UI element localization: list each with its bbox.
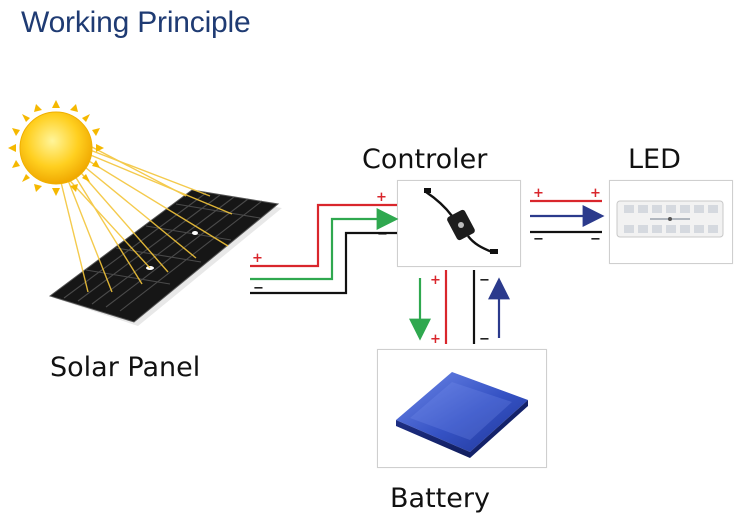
controller-in-plus-sign: + (376, 190, 387, 205)
controller-device-icon (424, 188, 498, 254)
controller-in-minus-sign: − (377, 227, 388, 242)
sun-icon (8, 100, 104, 196)
positive-wire (250, 203, 397, 268)
led-out-minus-sign: − (533, 232, 544, 247)
battery-bottom-minus-sign: − (479, 332, 490, 347)
led-out-plus-sign: + (533, 186, 544, 201)
panel-minus-sign: − (253, 281, 264, 296)
solar-panel-label: Solar Panel (50, 352, 201, 383)
led-module-icon (616, 200, 724, 238)
battery-icon (396, 372, 528, 458)
battery-top-minus-sign: − (479, 273, 490, 288)
panel-plus-sign: + (252, 251, 263, 266)
controller-battery-wires (409, 270, 510, 344)
controller-label: Controler (362, 144, 488, 175)
panel-to-controller-wires (250, 203, 399, 295)
negative-wire (250, 231, 397, 295)
battery-label: Battery (390, 483, 490, 514)
led-in-minus-sign: − (590, 232, 601, 247)
led-in-plus-sign: + (590, 186, 601, 201)
battery-bottom-plus-sign: + (430, 332, 441, 347)
battery-top-plus-sign: + (430, 273, 441, 288)
controller-to-led-wires (530, 199, 605, 234)
slide-title: Working Principle (21, 6, 251, 39)
charge-flow-arrow (250, 208, 399, 281)
led-label: LED (628, 144, 681, 175)
solar-panel (48, 189, 282, 326)
